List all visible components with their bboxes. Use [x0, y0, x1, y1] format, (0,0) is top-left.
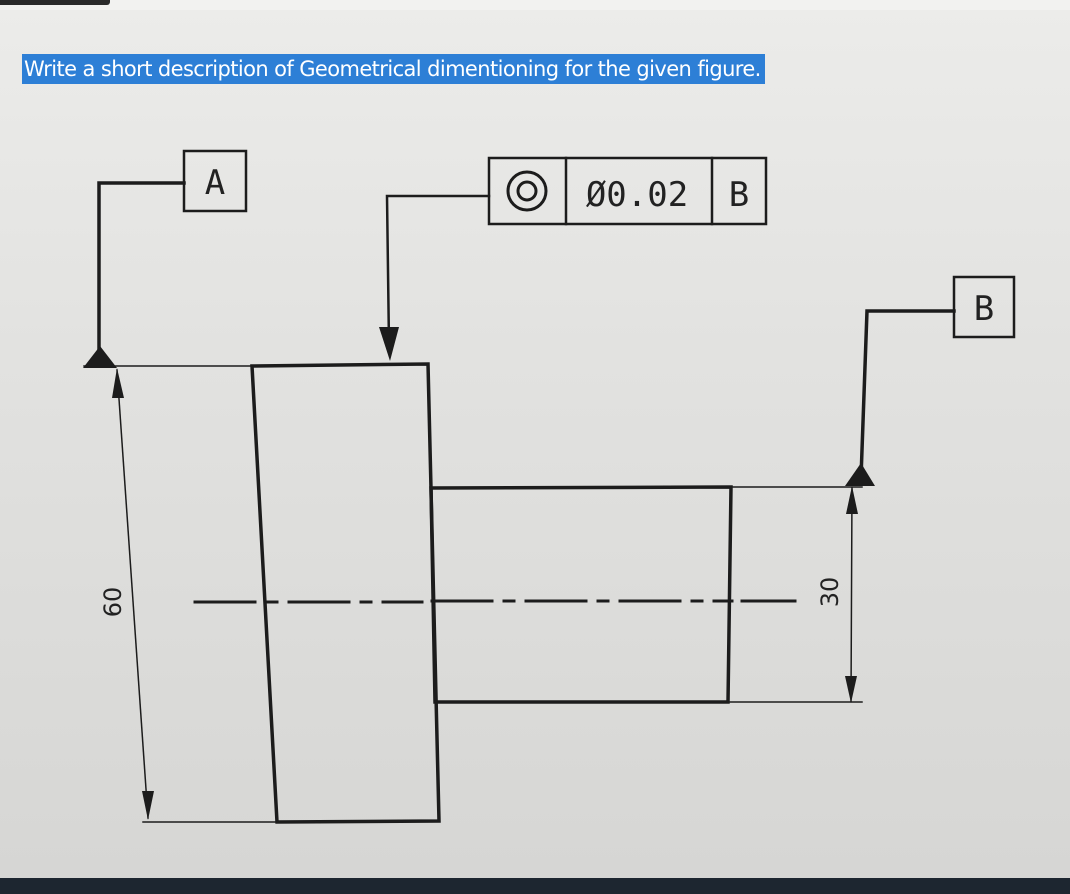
large-flange	[250, 362, 441, 824]
concentricity-icon	[506, 170, 548, 212]
datum-b-label: B	[974, 289, 994, 329]
datum-a-feature: A	[83, 149, 248, 368]
dim-30-arrow-bottom	[845, 676, 857, 703]
dim-60-line	[116, 369, 149, 819]
dim-60-arrow-bottom	[142, 791, 154, 820]
fcf-leader	[385, 194, 491, 347]
dim-60-label: 60	[99, 587, 127, 618]
dimension-60: 60	[99, 368, 154, 820]
fcf-arrowhead	[379, 327, 399, 361]
datum-a-label: A	[205, 163, 225, 203]
dimension-30: 30	[816, 486, 858, 703]
screen-bezel	[0, 878, 1070, 894]
dim-30-arrow-top	[846, 486, 858, 514]
question-text[interactable]: Write a short description of Geometrical…	[22, 54, 765, 84]
dim-30-label: 30	[816, 577, 844, 608]
fcf-tolerance: Ø0.02	[586, 175, 688, 215]
datum-a-triangle	[83, 346, 117, 368]
datum-b-box	[952, 275, 1016, 339]
feature-control-frame: Ø0.02 B	[379, 156, 768, 361]
small-shaft	[429, 485, 733, 704]
cutoff-text	[0, 0, 110, 5]
dim-60-arrow-top	[112, 368, 124, 398]
datum-b-leader	[859, 309, 956, 480]
centerline	[193, 599, 797, 604]
part	[250, 362, 733, 824]
extension-lines	[83, 365, 863, 823]
datum-b-triangle	[845, 463, 875, 486]
datum-a-box	[182, 149, 248, 213]
fcf-datum-ref: B	[729, 175, 749, 215]
datum-b-feature: B	[845, 275, 1016, 486]
dim-30-line	[850, 487, 853, 702]
top-strip	[0, 0, 1070, 10]
datum-a-leader	[97, 181, 186, 362]
fcf-frame	[487, 156, 768, 226]
